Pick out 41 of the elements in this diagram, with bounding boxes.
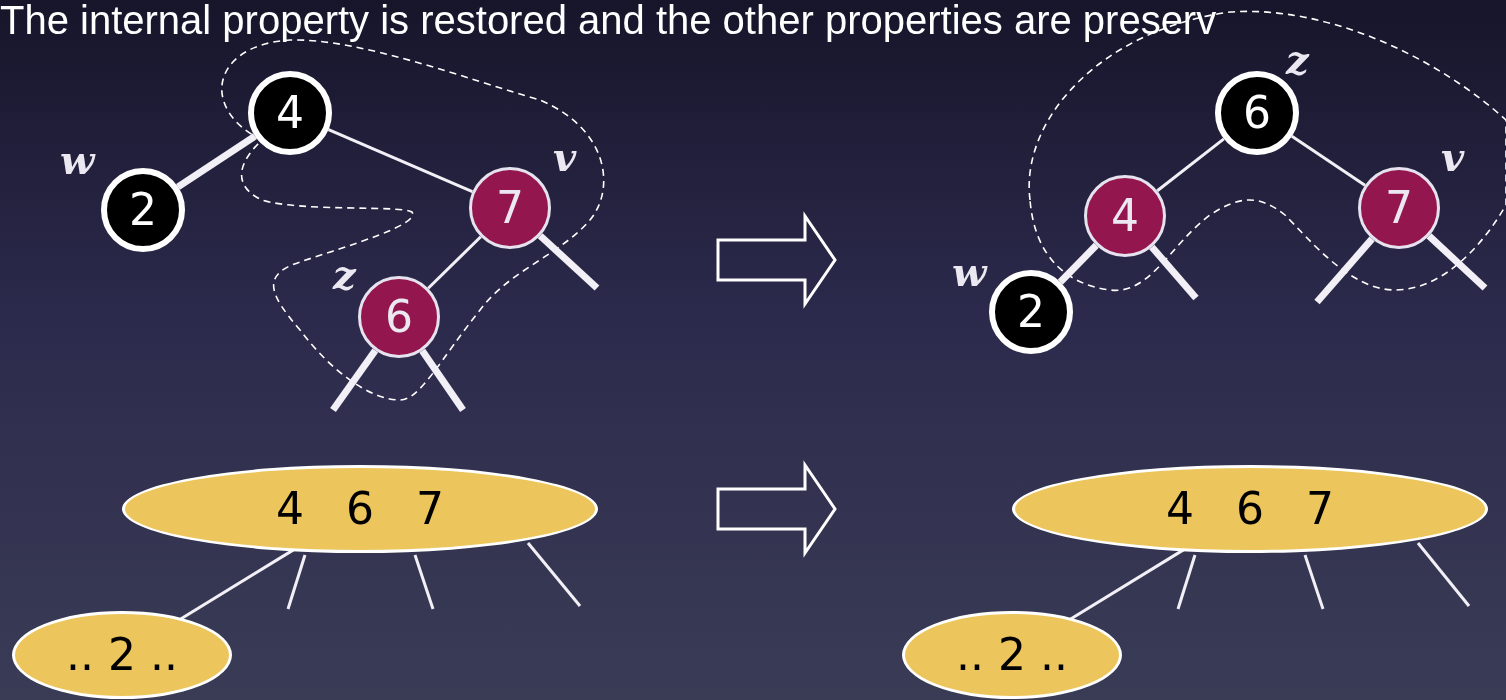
node-label: v [1441, 137, 1465, 177]
node-value: 6 [385, 295, 413, 339]
subtree-line [1416, 542, 1471, 607]
node-label: z [1286, 40, 1309, 80]
subtree-line [537, 233, 600, 291]
subtree-line [1426, 233, 1488, 291]
node-value: .. 2 .. [956, 633, 1068, 677]
node-value: 4 6 7 [1166, 487, 1334, 531]
node-value: 7 [496, 186, 524, 230]
tree-edge [176, 133, 257, 190]
node-value: 4 6 7 [276, 487, 444, 531]
tree-edge [1156, 137, 1225, 192]
node-value: 6 [1243, 91, 1271, 135]
tree-node [1358, 167, 1440, 249]
subtree-line [286, 554, 307, 610]
node-label: w [952, 252, 987, 292]
subtree-line [419, 348, 466, 412]
subtree-line [1314, 236, 1375, 305]
tree-edge [1057, 242, 1099, 285]
slide-title: The internal property is restored and the other properties are preserv [0, 0, 1217, 42]
subtree-line [413, 554, 435, 610]
node-value: 7 [1385, 186, 1413, 230]
node-label: w [60, 140, 95, 180]
tree-node [469, 167, 551, 249]
node-label: v [553, 137, 577, 177]
subtree-line [526, 542, 582, 607]
tree-edge [327, 128, 473, 194]
node-value: 4 [276, 91, 304, 135]
tree-node [358, 276, 440, 358]
subtree-line [330, 348, 379, 413]
tree-node [1084, 175, 1166, 257]
node-value: 2 [1017, 290, 1045, 334]
node-value: .. 2 .. [66, 633, 178, 677]
node-label: z [333, 255, 356, 295]
subtree-line [1176, 554, 1197, 610]
tree-edge [1291, 135, 1366, 187]
node-value: 2 [129, 188, 157, 232]
subtree-line [1149, 244, 1199, 301]
node-value: 4 [1111, 194, 1139, 238]
subtree-line [1303, 554, 1325, 610]
tree-edge [427, 235, 482, 290]
